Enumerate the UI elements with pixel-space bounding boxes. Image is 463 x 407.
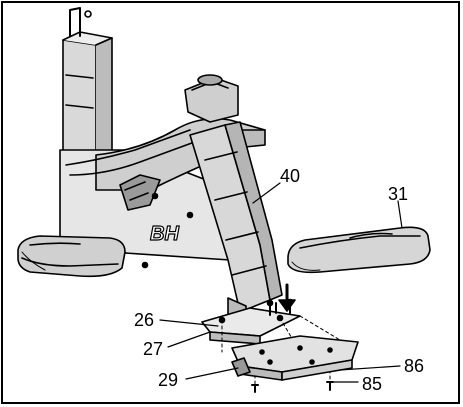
callout-40: 40: [280, 166, 300, 186]
leader-lines: [159, 182, 403, 383]
brand-logo: BH: [150, 223, 179, 245]
bolts: [266, 298, 294, 316]
rear-stabilizer: [17, 235, 126, 278]
seat-post: [62, 7, 113, 156]
callout-29: 29: [158, 370, 178, 390]
callout-85: 85: [362, 374, 382, 394]
front-stabilizer-29: [231, 335, 359, 393]
callout-86: 86: [404, 356, 424, 376]
front-cover-31: [287, 226, 431, 274]
callouts: 40 31 26 27 29 86 85: [134, 166, 424, 394]
callout-31: 31: [388, 184, 408, 204]
main-frame: [59, 117, 266, 269]
callout-26: 26: [134, 310, 154, 330]
console: [184, 74, 239, 123]
callout-27: 27: [143, 339, 163, 359]
